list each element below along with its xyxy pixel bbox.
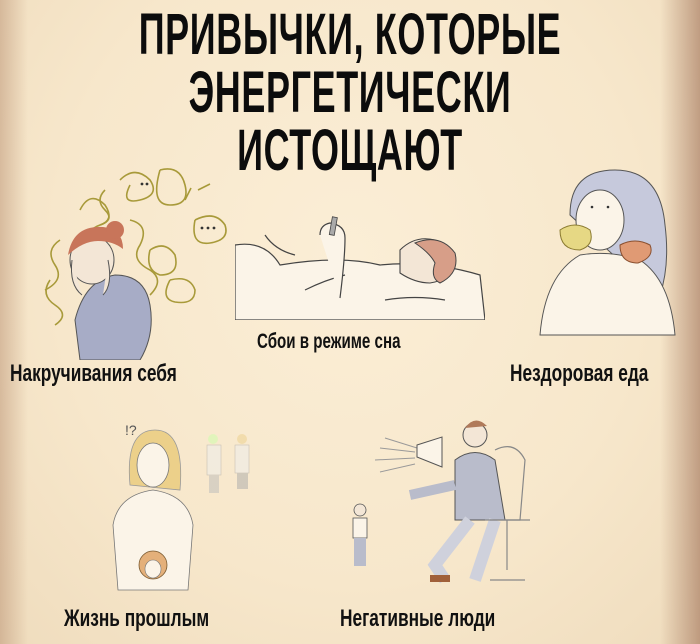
habit-label-sleep: Сбои в режиме сна (257, 330, 401, 353)
svg-text:!?: !? (125, 422, 137, 438)
title-line-1: ПРИВЫЧКИ, КОТОРЫЕ (138, 2, 562, 67)
habit-label-overthinking: Накручивания себя (10, 360, 177, 387)
unhealthy-food-illustration (530, 165, 680, 345)
negative-people-illustration (335, 410, 550, 600)
habit-label-negative-people: Негативные люди (340, 605, 496, 632)
title-line-2: ЭНЕРГЕТИЧЕСКИ ИСТОЩАЮТ (188, 60, 512, 183)
sleep-disruption-illustration (235, 205, 485, 320)
habit-label-living-in-past: Жизнь прошлым (64, 605, 210, 632)
living-in-past-illustration: !? (95, 415, 275, 595)
overthinking-illustration (20, 160, 240, 360)
habit-label-unhealthy-food: Нездоровая еда (510, 360, 649, 387)
